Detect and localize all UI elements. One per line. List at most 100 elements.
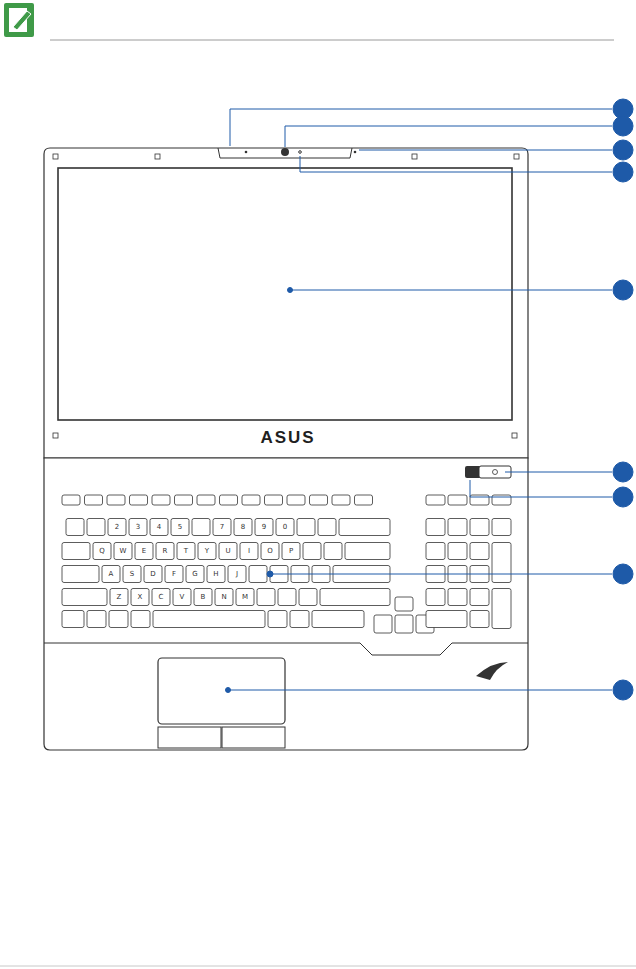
bezel-pad xyxy=(412,154,417,159)
key xyxy=(265,495,283,505)
camera-bar xyxy=(218,148,352,158)
key-label: 3 xyxy=(136,524,140,531)
key-label: F xyxy=(172,571,176,578)
key xyxy=(186,566,204,583)
callout-marker xyxy=(613,140,633,160)
key xyxy=(228,566,246,583)
callout-marker xyxy=(613,462,633,482)
key-label: G xyxy=(192,571,197,578)
key-label: B xyxy=(201,594,206,601)
mic xyxy=(299,151,302,154)
key-label: S xyxy=(130,571,134,578)
key xyxy=(165,566,183,583)
touchpad-button xyxy=(158,727,221,748)
key-label: D xyxy=(150,571,155,578)
leader-dot xyxy=(288,288,293,293)
key xyxy=(102,566,120,583)
key xyxy=(156,543,174,560)
screen xyxy=(58,168,512,420)
key xyxy=(318,519,336,536)
key xyxy=(62,495,80,505)
key xyxy=(374,615,392,633)
key xyxy=(492,543,511,583)
key-label: O xyxy=(267,548,273,555)
leader-line xyxy=(285,126,612,147)
key xyxy=(234,519,252,536)
key-label: 8 xyxy=(241,524,245,531)
rule-line xyxy=(0,966,636,967)
key-label: U xyxy=(225,548,230,555)
key xyxy=(332,495,350,505)
leader-dot xyxy=(267,571,273,577)
key xyxy=(220,495,238,505)
bezel-pad xyxy=(512,433,517,438)
key xyxy=(448,543,467,560)
brand-logo: ASUS xyxy=(260,429,315,446)
leader-line xyxy=(505,472,612,473)
key xyxy=(426,611,467,628)
touchpad xyxy=(158,658,285,724)
key xyxy=(171,519,189,536)
key-label: I xyxy=(248,548,250,555)
leader-line xyxy=(300,156,612,172)
callout-marker xyxy=(613,487,633,507)
key xyxy=(207,566,225,583)
key xyxy=(192,519,210,536)
key-label: W xyxy=(120,548,127,555)
key xyxy=(470,589,489,606)
key xyxy=(426,543,445,560)
key xyxy=(268,611,287,628)
key xyxy=(93,543,111,560)
leader-line xyxy=(359,150,612,151)
key xyxy=(109,611,128,628)
key-label: Y xyxy=(205,548,209,555)
key xyxy=(123,566,141,583)
key xyxy=(131,589,149,606)
key xyxy=(107,495,125,505)
note-icon xyxy=(4,3,34,37)
key xyxy=(470,519,489,536)
key xyxy=(426,589,445,606)
key xyxy=(130,495,148,505)
key xyxy=(249,566,267,583)
key xyxy=(135,543,153,560)
key xyxy=(470,543,489,560)
led xyxy=(245,151,248,154)
key xyxy=(426,495,445,505)
key xyxy=(282,543,300,560)
key xyxy=(87,519,105,536)
key xyxy=(150,519,168,536)
palm-rest-edge xyxy=(44,643,528,655)
key xyxy=(312,611,364,628)
key xyxy=(324,543,342,560)
key xyxy=(194,589,212,606)
callout-marker xyxy=(613,162,633,182)
rog-logo xyxy=(476,662,508,680)
key xyxy=(219,543,237,560)
key xyxy=(278,589,296,606)
key-label: Q xyxy=(99,548,105,555)
leader-line xyxy=(228,690,612,691)
touchpad-button xyxy=(222,727,285,748)
key xyxy=(339,519,390,536)
key xyxy=(62,589,107,606)
mic xyxy=(354,151,357,154)
key xyxy=(345,543,390,560)
key xyxy=(197,495,215,505)
key xyxy=(66,519,84,536)
camera xyxy=(281,148,289,156)
rule-line xyxy=(50,40,614,41)
callout-marker xyxy=(613,680,633,700)
key-label: 9 xyxy=(262,524,266,531)
key-label: H xyxy=(213,571,218,578)
leader-line xyxy=(290,290,612,291)
key xyxy=(242,495,260,505)
key-label: 4 xyxy=(157,524,161,531)
bezel-pad xyxy=(53,154,58,159)
key xyxy=(131,611,150,628)
power-icon xyxy=(493,470,498,475)
key xyxy=(261,543,279,560)
key xyxy=(299,589,317,606)
bezel-pad xyxy=(514,154,519,159)
